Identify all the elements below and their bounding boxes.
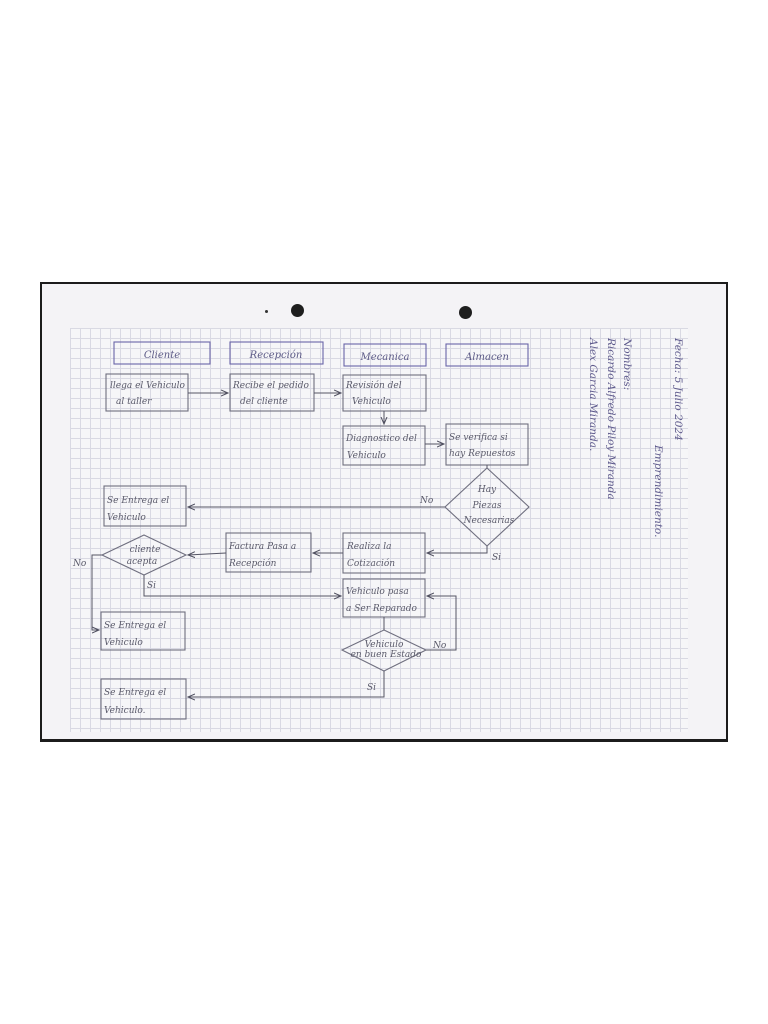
- text-entrega2-2: Vehiculo: [104, 638, 143, 648]
- text-entrega1-1: Se Entrega el: [107, 496, 169, 506]
- note-nombre-2: Alex Garcia Miranda.: [587, 338, 599, 452]
- text-cotizacion-2: Cotización: [347, 558, 395, 569]
- label-no-cliente: No: [72, 559, 87, 569]
- text-recibe-1: Recibe el pedido: [232, 381, 310, 391]
- text-reparado-1: Vehiculo pasa: [346, 587, 409, 597]
- text-entrega3-1: Se Entrega el: [104, 688, 166, 698]
- label-si-piezas: Si: [492, 553, 501, 563]
- text-entrega1-2: Vehiculo: [107, 513, 146, 523]
- label-no-piezas: No: [419, 496, 434, 506]
- label-no-listo: No: [432, 641, 447, 651]
- grid-paper: [70, 328, 688, 732]
- text-diagnostico-2: Vehiculo: [347, 451, 386, 461]
- arrow-si-cliente: [143, 575, 341, 596]
- text-entrega3-2: Vehiculo.: [104, 706, 146, 716]
- arrow-no-listo: [426, 596, 457, 651]
- text-factura-2: Recepción: [228, 558, 277, 569]
- text-piezas-1: Hay: [477, 485, 497, 495]
- text-reparado-2: a Ser Reparado: [346, 604, 418, 614]
- lane-label-mecanica: Mecanica: [360, 352, 410, 363]
- text-entrega2-1: Se Entrega el: [104, 621, 166, 631]
- text-cotizacion-1: Realiza la: [346, 542, 391, 552]
- lane-label-recepcion: Recepción: [249, 350, 303, 361]
- arrow-si-piezas: [427, 546, 488, 553]
- text-llega-2: al taller: [116, 397, 152, 407]
- lane-header-recepcion: [229, 341, 324, 365]
- arrow-si-listo: [188, 671, 385, 697]
- box-diagnostico-vehiculo: [342, 425, 426, 466]
- text-recibe-2: del cliente: [240, 397, 288, 407]
- note-nombre-1: Ricardo Alfredo Piloy Miranda: [605, 338, 617, 500]
- text-verifica-1: Se verifica si: [449, 433, 508, 443]
- box-factura-recepcion: [225, 532, 312, 573]
- text-cliente-2: acepta: [127, 557, 157, 567]
- box-entrega-vehiculo-1: [103, 485, 187, 527]
- note-tema: Emprendimiento.: [652, 445, 664, 538]
- text-llega-1: llega el Vehiculo: [110, 381, 186, 391]
- text-listo-1: Vehiculo: [365, 640, 404, 650]
- box-entrega-vehiculo-3: [100, 678, 187, 720]
- label-si-cliente: Si: [147, 581, 156, 591]
- text-cliente-1: cliente: [130, 545, 161, 555]
- decision-cliente-acepta: [100, 534, 188, 576]
- text-verifica-2: hay Repuestos: [449, 449, 516, 459]
- arrow-no-cliente: [91, 554, 102, 630]
- text-diagnostico-1: Diagnostico del: [345, 434, 417, 444]
- text-factura-1: Factura Pasa a: [228, 542, 296, 552]
- text-piezas-2: Piezas: [472, 501, 502, 511]
- note-fecha: Fecha: 5 Julio 2024: [672, 338, 684, 441]
- lane-label-cliente: Cliente: [144, 350, 180, 361]
- label-si-listo: Si: [367, 683, 376, 693]
- text-piezas-3: Necesarias: [463, 516, 515, 526]
- lane-header-almacen: [445, 343, 529, 367]
- text-listo-2: en buen Estado: [351, 650, 422, 660]
- box-entrega-vehiculo-2: [100, 611, 186, 651]
- text-revision-1: Revisión del: [345, 380, 402, 391]
- lane-header-cliente: [113, 341, 211, 365]
- punch-hole-left: [291, 304, 304, 317]
- text-revision-2: Vehiculo: [352, 397, 391, 407]
- lane-header-mecanica: [343, 343, 427, 367]
- punch-hole-right: [459, 306, 472, 319]
- note-nombres-label: Nombres:: [621, 338, 633, 391]
- pen-dot: [265, 310, 268, 313]
- arrow-factura-decision: [188, 553, 227, 555]
- lane-label-almacen: Almacen: [464, 352, 509, 363]
